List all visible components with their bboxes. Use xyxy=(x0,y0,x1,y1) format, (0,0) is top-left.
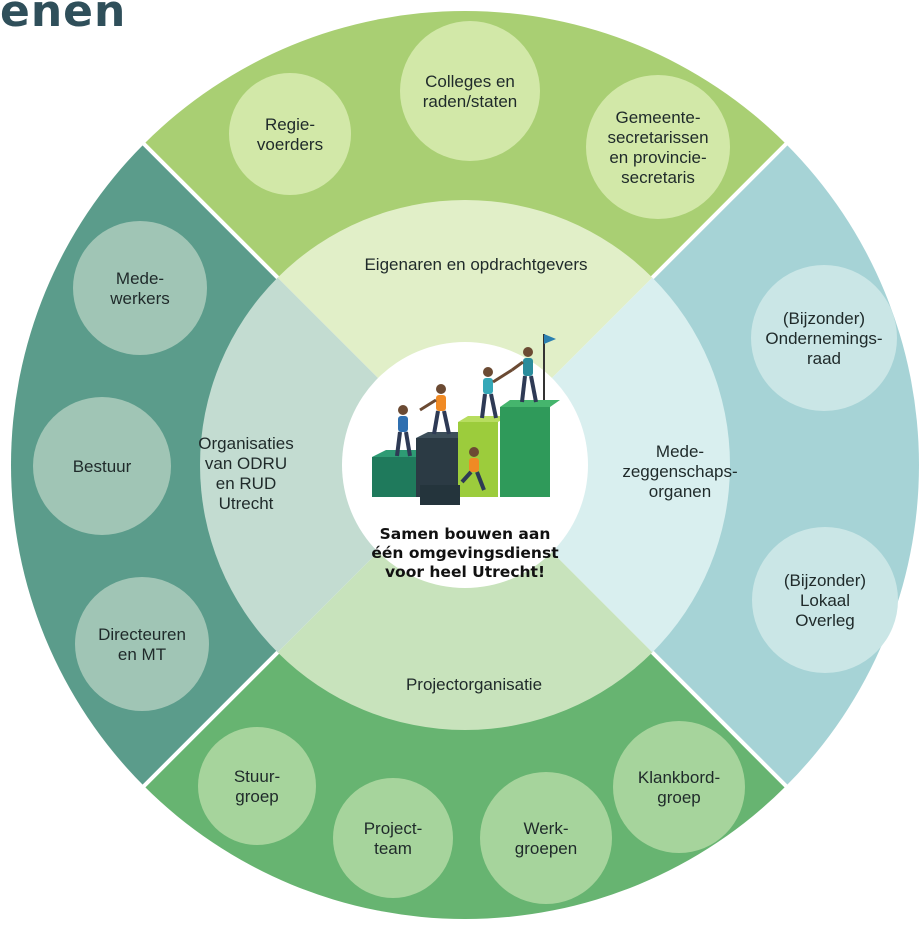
person-sitting xyxy=(460,447,486,491)
segment-labels: Eigenaren en opdrachtgeversMede-zeggensc… xyxy=(198,255,737,694)
left-segment-label: van ODRU xyxy=(205,454,287,473)
bottom-circle-label-line: Project- xyxy=(364,819,423,838)
top-circle-label-line: en provincie- xyxy=(609,148,706,167)
block-dark-mid-top xyxy=(416,432,470,438)
right-segment-label: organen xyxy=(649,482,711,501)
block-tall-green-top xyxy=(500,400,560,407)
left-circle-label-line: Mede- xyxy=(116,269,164,288)
left-circle-label-line: Bestuur xyxy=(73,457,132,476)
left-stakeholder-circle: Mede-werkers xyxy=(73,221,207,355)
center-title-line-3: voor heel Utrecht! xyxy=(385,563,545,581)
top-segment-label: Eigenaren en opdrachtgevers xyxy=(364,255,587,274)
circle-shape xyxy=(333,778,453,898)
bottom-circle-label-line: Klankbord- xyxy=(638,768,720,787)
bottom-circle-label-line: Stuur- xyxy=(234,767,280,786)
bottom-stakeholder-circle: Klankbord-groep xyxy=(613,721,745,853)
right-circle-label-line: (Bijzonder) xyxy=(783,309,865,328)
inner-ring xyxy=(199,200,730,730)
circle-shape xyxy=(229,73,351,195)
circle-shape xyxy=(75,577,209,711)
circle-shape xyxy=(33,397,171,535)
right-circle-label-line: (Bijzonder) xyxy=(784,571,866,590)
person-third xyxy=(419,384,451,435)
right-segment-label: Mede- xyxy=(656,442,704,461)
top-circle-label-line: Gemeente- xyxy=(615,108,700,127)
circle-shape xyxy=(73,221,207,355)
left-segment-label: Organisaties xyxy=(198,434,293,453)
circle-shape xyxy=(400,21,540,161)
left-circle-label-line: Directeuren xyxy=(98,625,186,644)
top-circle-label-line: secretarissen xyxy=(607,128,708,147)
circle-shape xyxy=(198,727,316,845)
circle-shape xyxy=(586,75,730,219)
bottom-circle-label-line: groepen xyxy=(515,839,577,858)
right-circle-label-line: raad xyxy=(807,349,841,368)
left-inner-segment xyxy=(199,277,465,653)
right-stakeholder-circle: (Bijzonder)Ondernemings-raad xyxy=(751,265,897,411)
people-climbing-blocks-illustration xyxy=(372,334,560,505)
bottom-circle-label-line: groep xyxy=(657,788,700,807)
circle-shape xyxy=(480,772,612,904)
left-segment-label: Utrecht xyxy=(219,494,274,513)
bottom-segment-label: Projectorganisatie xyxy=(406,675,542,694)
person-second xyxy=(480,367,513,419)
flag xyxy=(544,334,556,344)
bottom-circle-label-line: team xyxy=(374,839,412,858)
center-disc: Samen bouwen aan één omgevingsdienst voo… xyxy=(342,334,588,588)
bottom-stakeholder-circle: Stuur-groep xyxy=(198,727,316,845)
top-circle-label-line: raden/staten xyxy=(423,92,518,111)
block-short-left xyxy=(372,457,416,497)
right-circle-label-line: Overleg xyxy=(795,611,855,630)
top-circle-label-line: Colleges en xyxy=(425,72,515,91)
top-circle-label-line: voerders xyxy=(257,135,323,154)
left-stakeholder-circle: Bestuur xyxy=(33,397,171,535)
top-circle-label-line: secretaris xyxy=(621,168,695,187)
circle-shape xyxy=(752,527,898,673)
center-title-line-1: Samen bouwen aan xyxy=(380,525,551,543)
bottom-circle-label-line: groep xyxy=(235,787,278,806)
block-tall-green xyxy=(500,407,550,497)
left-circle-label-line: en MT xyxy=(118,645,166,664)
right-circle-label-line: Lokaal xyxy=(800,591,850,610)
top-circle-label-line: Regie- xyxy=(265,115,315,134)
right-inner-segment xyxy=(465,277,730,653)
center-title-line-2: één omgevingsdienst xyxy=(371,544,559,562)
top-inner-segment xyxy=(277,200,653,466)
left-circle-label-line: werkers xyxy=(109,289,170,308)
left-segment-label: en RUD xyxy=(216,474,276,493)
bottom-stakeholder-circle: Werk-groepen xyxy=(480,772,612,904)
page-heading: enen xyxy=(0,0,127,37)
person-top xyxy=(511,347,538,403)
right-circle-label-line: Ondernemings- xyxy=(765,329,882,348)
block-short-left-top xyxy=(372,450,430,457)
right-segment-label: zeggenschaps- xyxy=(622,462,737,481)
circle-shape xyxy=(613,721,745,853)
person-fourth xyxy=(395,405,412,457)
bottom-stakeholder-circle: Project-team xyxy=(333,778,453,898)
circle-shape xyxy=(751,265,897,411)
bottom-inner-segment xyxy=(277,465,653,730)
bottom-circle-label-line: Werk- xyxy=(523,819,568,838)
top-stakeholder-circle: Regie-voerders xyxy=(229,73,351,195)
block-small-front xyxy=(420,485,460,505)
